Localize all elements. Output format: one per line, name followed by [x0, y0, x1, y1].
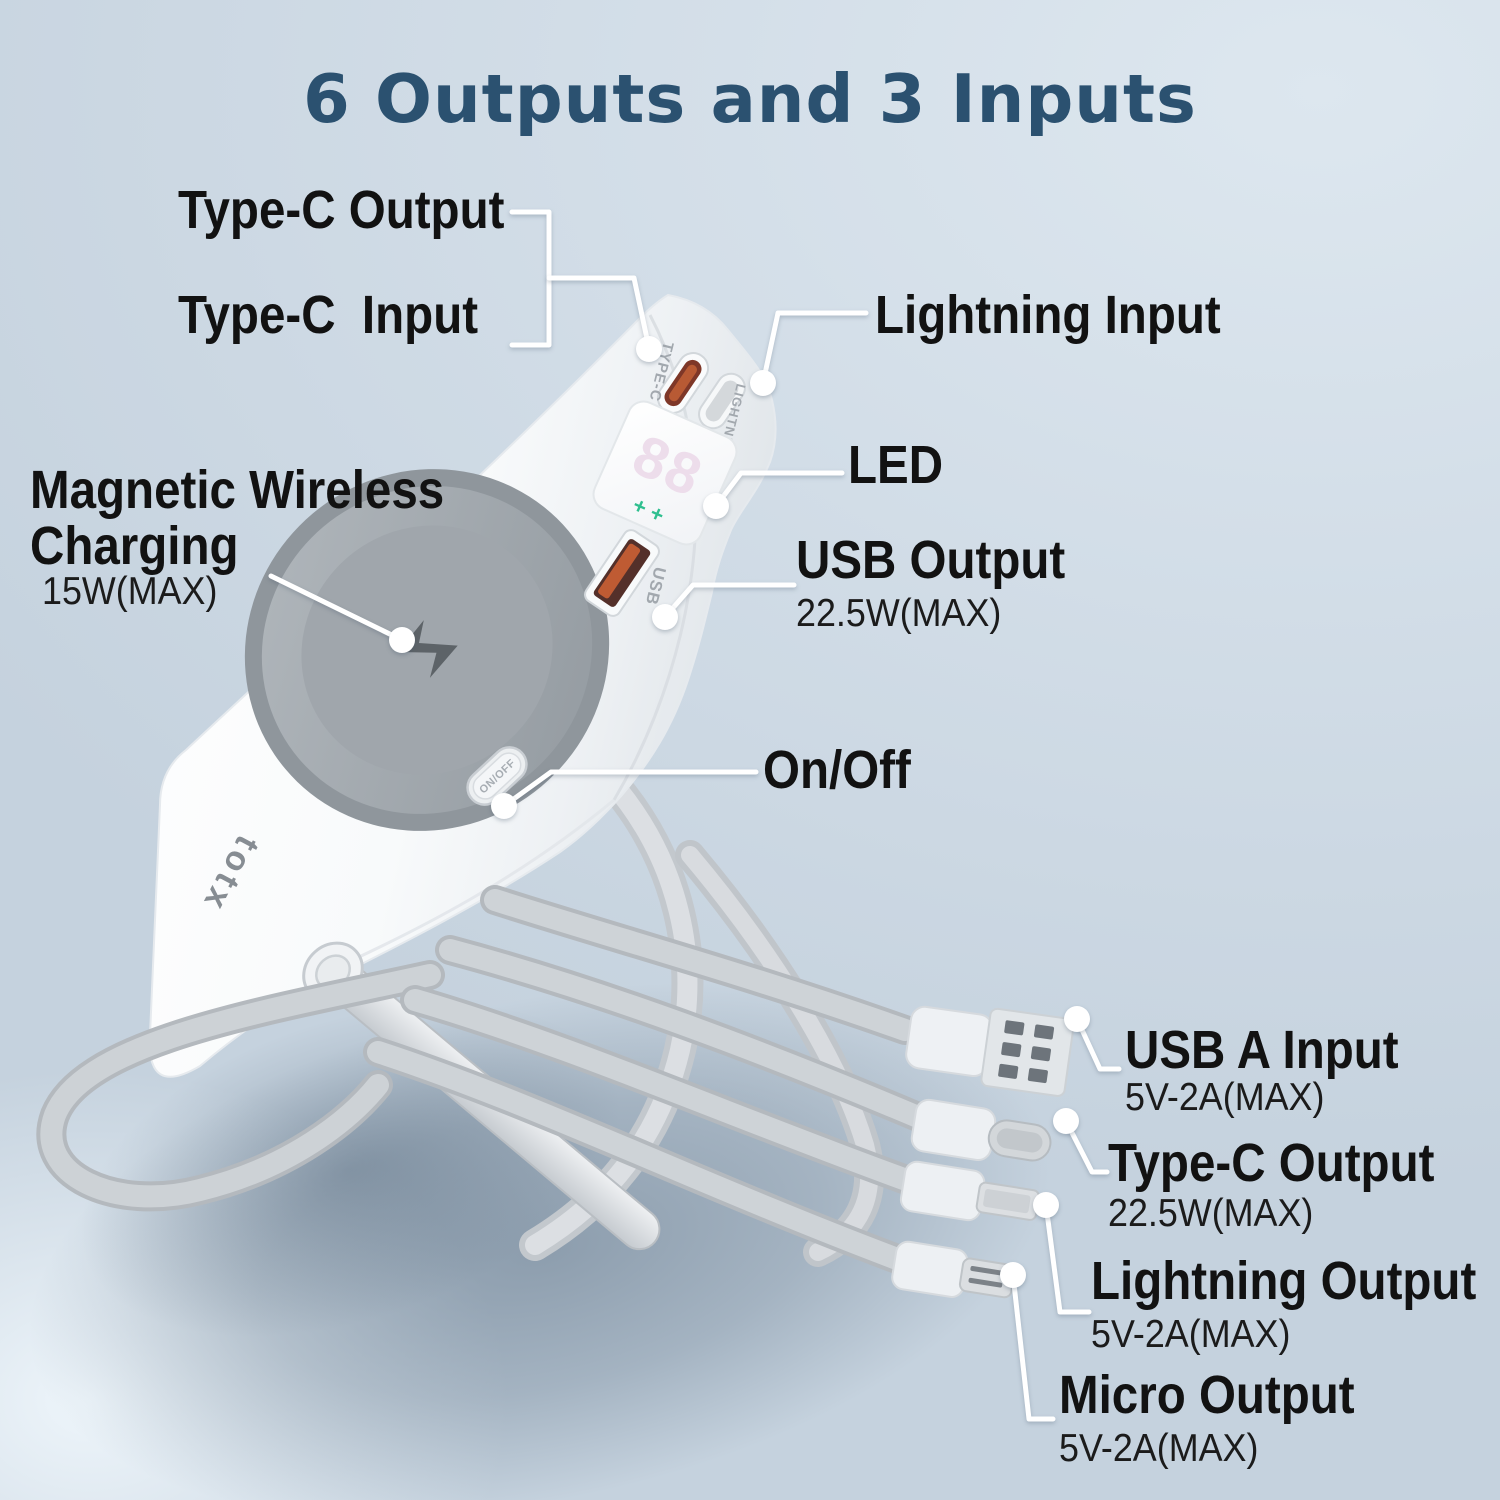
cable-micro	[363, 1037, 920, 1277]
callout-lines	[268, 209, 1122, 1422]
wireless-charging-pad	[244, 469, 610, 831]
usb-a-input-line	[1074, 1016, 1122, 1072]
label-magnetic-wireless-line1: Magnetic Wireless	[30, 460, 445, 520]
label-micro-output: Micro Output	[1059, 1365, 1355, 1425]
cable-lightning	[400, 985, 927, 1197]
type-c-connector	[910, 1098, 1052, 1162]
type-c-dot	[636, 336, 662, 362]
led-display: 88 + +	[592, 400, 738, 546]
wireless-line	[268, 573, 405, 643]
lightning-output-dot	[1033, 1192, 1059, 1218]
lightning-connector	[899, 1160, 1040, 1222]
powerbank-device: totx TYPE-C LIGHTNING 88 + + USB	[148, 293, 777, 1078]
label-type-c-input: Type-C Input	[178, 285, 479, 345]
label-type-c-output-top: Type-C Output	[178, 180, 505, 240]
label-type-c-output-bottom-sub: 22.5W(MAX)	[1108, 1192, 1314, 1235]
cable-left-loop	[36, 960, 445, 1212]
label-magnetic-wireless-sub: 15W(MAX)	[42, 570, 218, 613]
usb-output-dot	[652, 604, 678, 630]
micro-output-line	[1010, 1272, 1056, 1422]
power-button: ON/OFF	[466, 746, 528, 806]
type-c-branch-line	[546, 275, 652, 351]
micro-connector	[891, 1240, 1016, 1299]
label-on-off: On/Off	[763, 740, 911, 800]
type-c-output-line	[1063, 1118, 1110, 1175]
wireless-dot	[389, 627, 415, 653]
on-off-line	[501, 769, 759, 809]
lightning-port	[698, 372, 746, 430]
usb-port	[584, 529, 660, 617]
label-type-c-output-bottom: Type-C Output	[1108, 1133, 1435, 1193]
lightning-input-line	[760, 310, 869, 386]
usb-output-line	[662, 582, 797, 620]
label-lightning-input: Lightning Input	[875, 285, 1221, 345]
label-usb-a-input-sub: 5V-2A(MAX)	[1125, 1076, 1325, 1119]
label-led: LED	[848, 435, 944, 495]
on-off-dot	[491, 793, 517, 819]
label-usb-a-input: USB A Input	[1125, 1020, 1399, 1080]
cable-usb-a	[480, 885, 920, 1045]
led-dot	[703, 493, 729, 519]
label-usb-output-sub: 22.5W(MAX)	[796, 592, 1002, 635]
type-c-bracket	[509, 209, 552, 348]
label-lightning-output: Lightning Output	[1091, 1251, 1477, 1311]
lightning-input-dot	[750, 370, 776, 396]
label-micro-output-sub: 5V-2A(MAX)	[1059, 1427, 1259, 1470]
label-magnetic-wireless: Magnetic Wireless Charging	[30, 462, 444, 574]
page-title: 6 Outputs and 3 Inputs	[303, 60, 1197, 138]
built-in-cables	[36, 885, 940, 1277]
label-magnetic-wireless-line2: Charging	[30, 516, 239, 577]
label-usb-output: USB Output	[796, 530, 1066, 590]
led-line	[713, 470, 845, 509]
micro-output-dot	[1000, 1262, 1026, 1288]
lightning-output-line	[1043, 1202, 1092, 1315]
usb-a-input-dot	[1064, 1006, 1090, 1032]
cable-type-c	[435, 935, 940, 1135]
type-c-output-dot	[1053, 1108, 1079, 1134]
usb-a-connector	[905, 1005, 1075, 1097]
label-lightning-output-sub: 5V-2A(MAX)	[1091, 1313, 1291, 1356]
